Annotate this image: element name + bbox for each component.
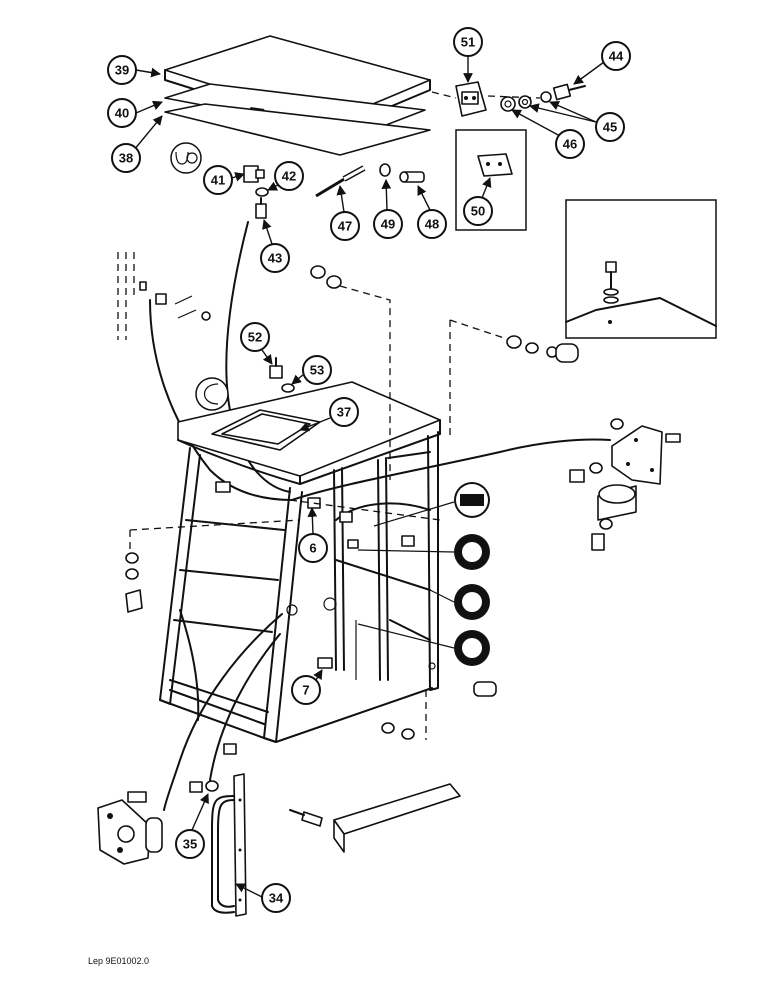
svg-text:44: 44 <box>609 49 624 64</box>
washer-45 <box>540 91 552 103</box>
callout-53: 53 <box>302 355 332 385</box>
svg-text:35: 35 <box>183 837 197 852</box>
svg-text:7: 7 <box>302 683 309 698</box>
left-mounting-lines <box>117 252 211 340</box>
nut-46 <box>500 95 532 112</box>
callout-40: 40 <box>107 98 137 128</box>
latch-41 <box>243 165 265 183</box>
callout-48: 48 <box>417 209 447 239</box>
svg-text:39: 39 <box>115 63 129 78</box>
bolt-43 <box>255 197 267 219</box>
svg-text:50: 50 <box>471 204 485 219</box>
nuts-upper <box>310 265 342 289</box>
callout-6: 6 <box>298 533 328 563</box>
bottom-hardware <box>127 681 497 803</box>
svg-text:45: 45 <box>603 120 617 135</box>
callout-51: 51 <box>453 27 483 57</box>
svg-text:47: 47 <box>338 219 352 234</box>
roof-sheet-38 <box>164 103 431 156</box>
pin-48 <box>399 171 425 183</box>
mount-bushing <box>591 484 637 551</box>
door-sill-strip <box>289 783 461 853</box>
hinge-51 <box>455 81 487 117</box>
alignment-lines <box>129 285 511 740</box>
callout-44: 44 <box>601 41 631 71</box>
callout-41: 41 <box>203 165 233 195</box>
callout-49: 49 <box>373 209 403 239</box>
svg-text:41: 41 <box>211 173 225 188</box>
mount-plate-lower <box>97 799 163 865</box>
svg-text:53: 53 <box>310 363 324 378</box>
callout-34: 34 <box>261 883 291 913</box>
svg-text:49: 49 <box>381 217 395 232</box>
callout-50: 50 <box>463 196 493 226</box>
clip-49 <box>379 163 391 177</box>
svg-text:40: 40 <box>115 106 129 121</box>
svg-text:34: 34 <box>269 891 284 906</box>
callout-52: 52 <box>240 322 270 352</box>
svg-text:52: 52 <box>248 330 262 345</box>
callout-39: 39 <box>107 55 137 85</box>
callout-37: 37 <box>329 397 359 427</box>
svg-text:51: 51 <box>461 35 475 50</box>
callout-7: 7 <box>291 675 321 705</box>
svg-text:46: 46 <box>563 137 577 152</box>
seal-symbol-icon <box>170 142 202 174</box>
callout-47: 47 <box>330 211 360 241</box>
profile-symbols <box>357 482 490 666</box>
callout-46: 46 <box>555 129 585 159</box>
svg-text:48: 48 <box>425 217 439 232</box>
callout-42: 42 <box>274 161 304 191</box>
svg-text:42: 42 <box>282 169 296 184</box>
washer-53 <box>281 383 295 393</box>
callouts: 39 40 38 51 44 45 46 41 42 43 47 49 <box>107 27 631 913</box>
svg-text:37: 37 <box>337 405 351 420</box>
inset-detail-box <box>565 199 717 339</box>
callout-43: 43 <box>260 243 290 273</box>
right-mount-hardware <box>506 335 579 363</box>
svg-text:6: 6 <box>309 541 316 556</box>
roof-seal-symbol-icon <box>195 377 229 411</box>
drawing-reference-code: Lep 9E01002.0 <box>88 956 150 966</box>
left-hardware-stack <box>125 552 143 613</box>
grab-handle-34 <box>211 773 247 917</box>
bolt-44 <box>552 83 586 101</box>
gas-strut-47 <box>315 165 366 198</box>
callout-45: 45 <box>595 112 625 142</box>
svg-text:43: 43 <box>268 251 282 266</box>
svg-text:38: 38 <box>119 151 133 166</box>
nut-42 <box>255 187 269 197</box>
bracket-plate <box>569 418 681 485</box>
callout-38: 38 <box>111 143 141 173</box>
callout-35: 35 <box>175 829 205 859</box>
bolt-52 <box>269 357 283 379</box>
